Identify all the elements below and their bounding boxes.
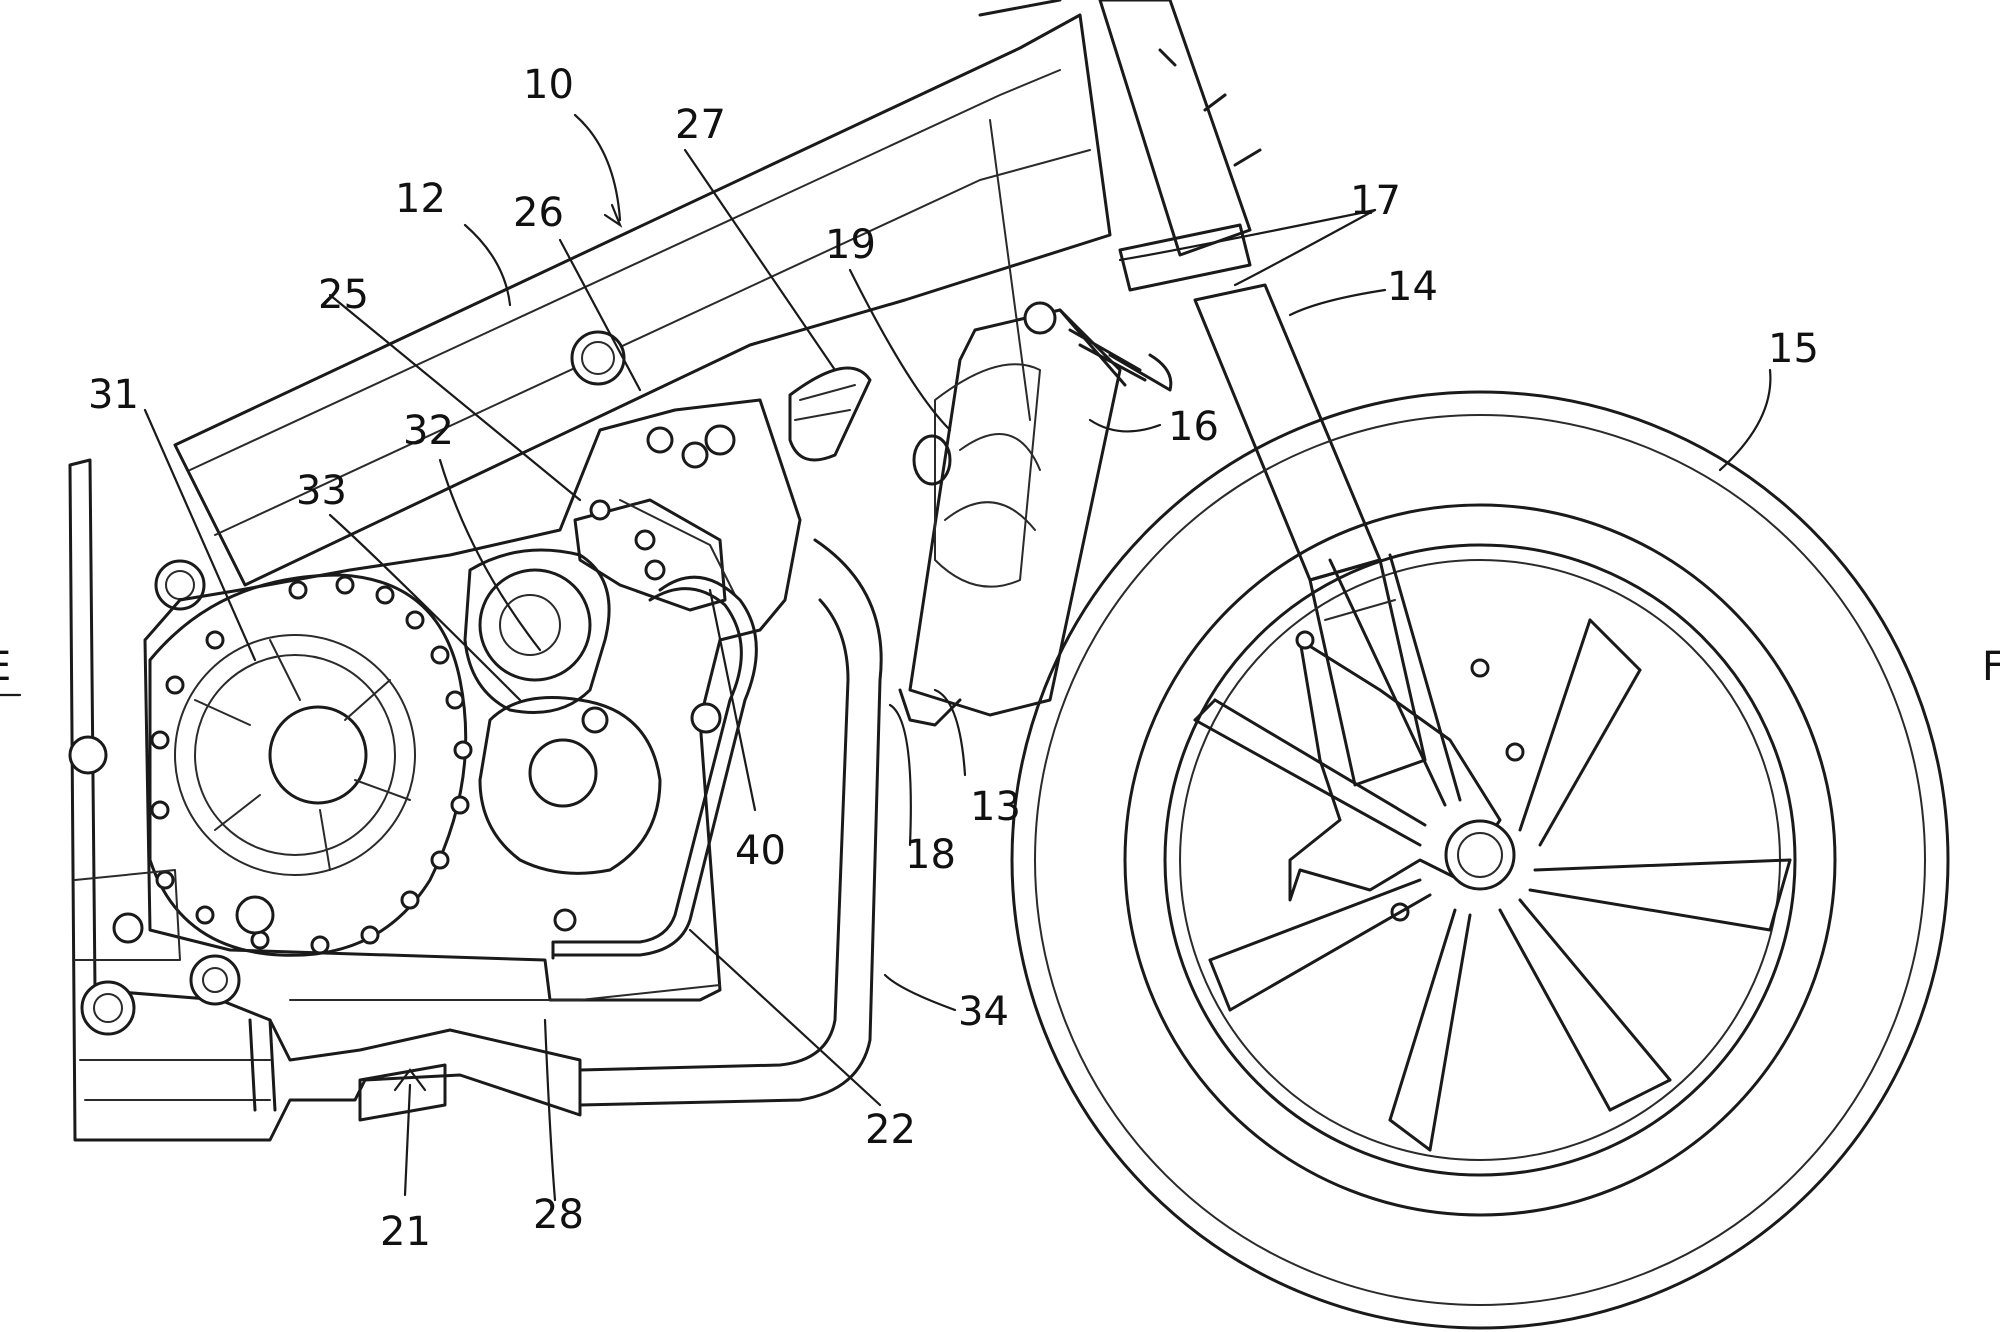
front-wheel [1010, 390, 1950, 1330]
label-19: 19 [825, 222, 876, 268]
edge-marks: E F [0, 644, 2000, 697]
label-10: 10 [523, 62, 574, 108]
reservoir-tank [898, 301, 1173, 727]
label-27: 27 [675, 102, 726, 148]
label-40: 40 [735, 828, 786, 874]
label-25: 25 [318, 272, 369, 318]
label-12: 12 [395, 176, 446, 222]
reference-labels: 10 12 13 14 15 16 17 18 19 21 22 25 26 2… [88, 62, 1819, 1255]
frame-main-spar [154, 0, 1112, 611]
label-15: 15 [1768, 326, 1819, 372]
engine-block [143, 398, 802, 1002]
label-18: 18 [905, 832, 956, 878]
label-17: 17 [1350, 178, 1401, 224]
label-21: 21 [380, 1209, 431, 1255]
exhaust-pipe [578, 538, 883, 1116]
leader-lines [143, 113, 1772, 1202]
pipe-40 [551, 575, 758, 960]
label-34: 34 [958, 989, 1009, 1035]
label-13: 13 [970, 784, 1021, 830]
label-32: 32 [403, 408, 454, 454]
edge-mark-right: F [1982, 644, 2000, 690]
edge-mark-left: E [0, 644, 11, 690]
label-22: 22 [865, 1107, 916, 1153]
steering-head [1098, 0, 1262, 292]
label-28: 28 [533, 1192, 584, 1238]
lower-frame [68, 458, 721, 1142]
label-31: 31 [88, 372, 139, 418]
label-26: 26 [513, 190, 564, 236]
label-33: 33 [296, 468, 347, 514]
label-16: 16 [1168, 404, 1219, 450]
label-14: 14 [1387, 264, 1438, 310]
